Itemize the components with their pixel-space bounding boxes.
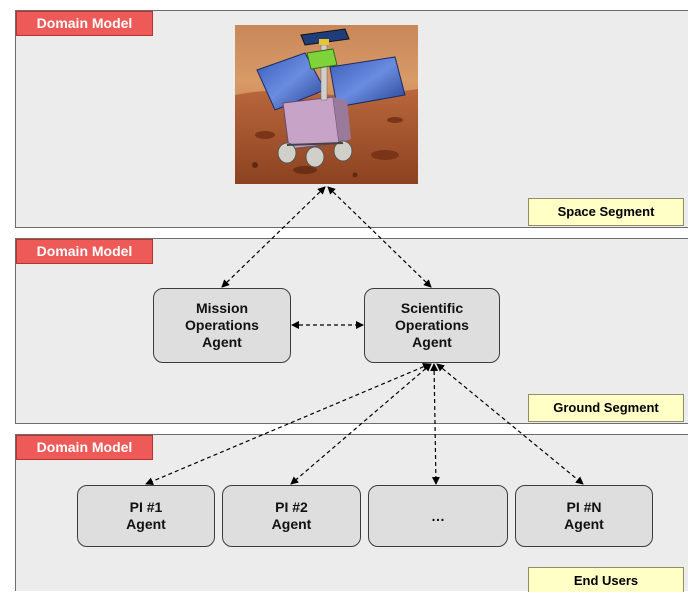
pi-1-agent: PI #1 Agent (77, 485, 215, 547)
pi-2-agent-label: PI #2 Agent (271, 499, 312, 532)
scientific-operations-agent-label: Scientific Operations Agent (395, 300, 469, 350)
end-users-label: End Users (528, 567, 684, 592)
arrow-rover-scientific (327, 186, 432, 288)
domain-model-label: Domain Model (16, 11, 153, 36)
pi-more-agents: … (368, 485, 508, 547)
pi-n-agent-label: PI #N Agent (564, 499, 604, 532)
pi-more-agents-label: … (431, 507, 445, 524)
scientific-operations-agent: Scientific Operations Agent (364, 288, 500, 363)
pi-1-agent-label: PI #1 Agent (126, 499, 166, 532)
arrow-scientific-pi2 (290, 363, 432, 485)
mission-operations-agent: Mission Operations Agent (153, 288, 291, 363)
mars-rover-image (235, 25, 418, 184)
arrow-scientific-pi-more (430, 363, 440, 485)
domain-model-label: Domain Model (16, 239, 153, 264)
arrow-scientific-pi1 (145, 363, 431, 485)
pi-2-agent: PI #2 Agent (222, 485, 361, 547)
arrow-scientific-pin (436, 363, 584, 485)
domain-model-label: Domain Model (16, 435, 153, 460)
mission-operations-agent-label: Mission Operations Agent (185, 300, 259, 350)
pi-n-agent: PI #N Agent (515, 485, 653, 547)
arrow-rover-mission (221, 186, 326, 288)
space-segment-label: Space Segment (528, 198, 684, 226)
